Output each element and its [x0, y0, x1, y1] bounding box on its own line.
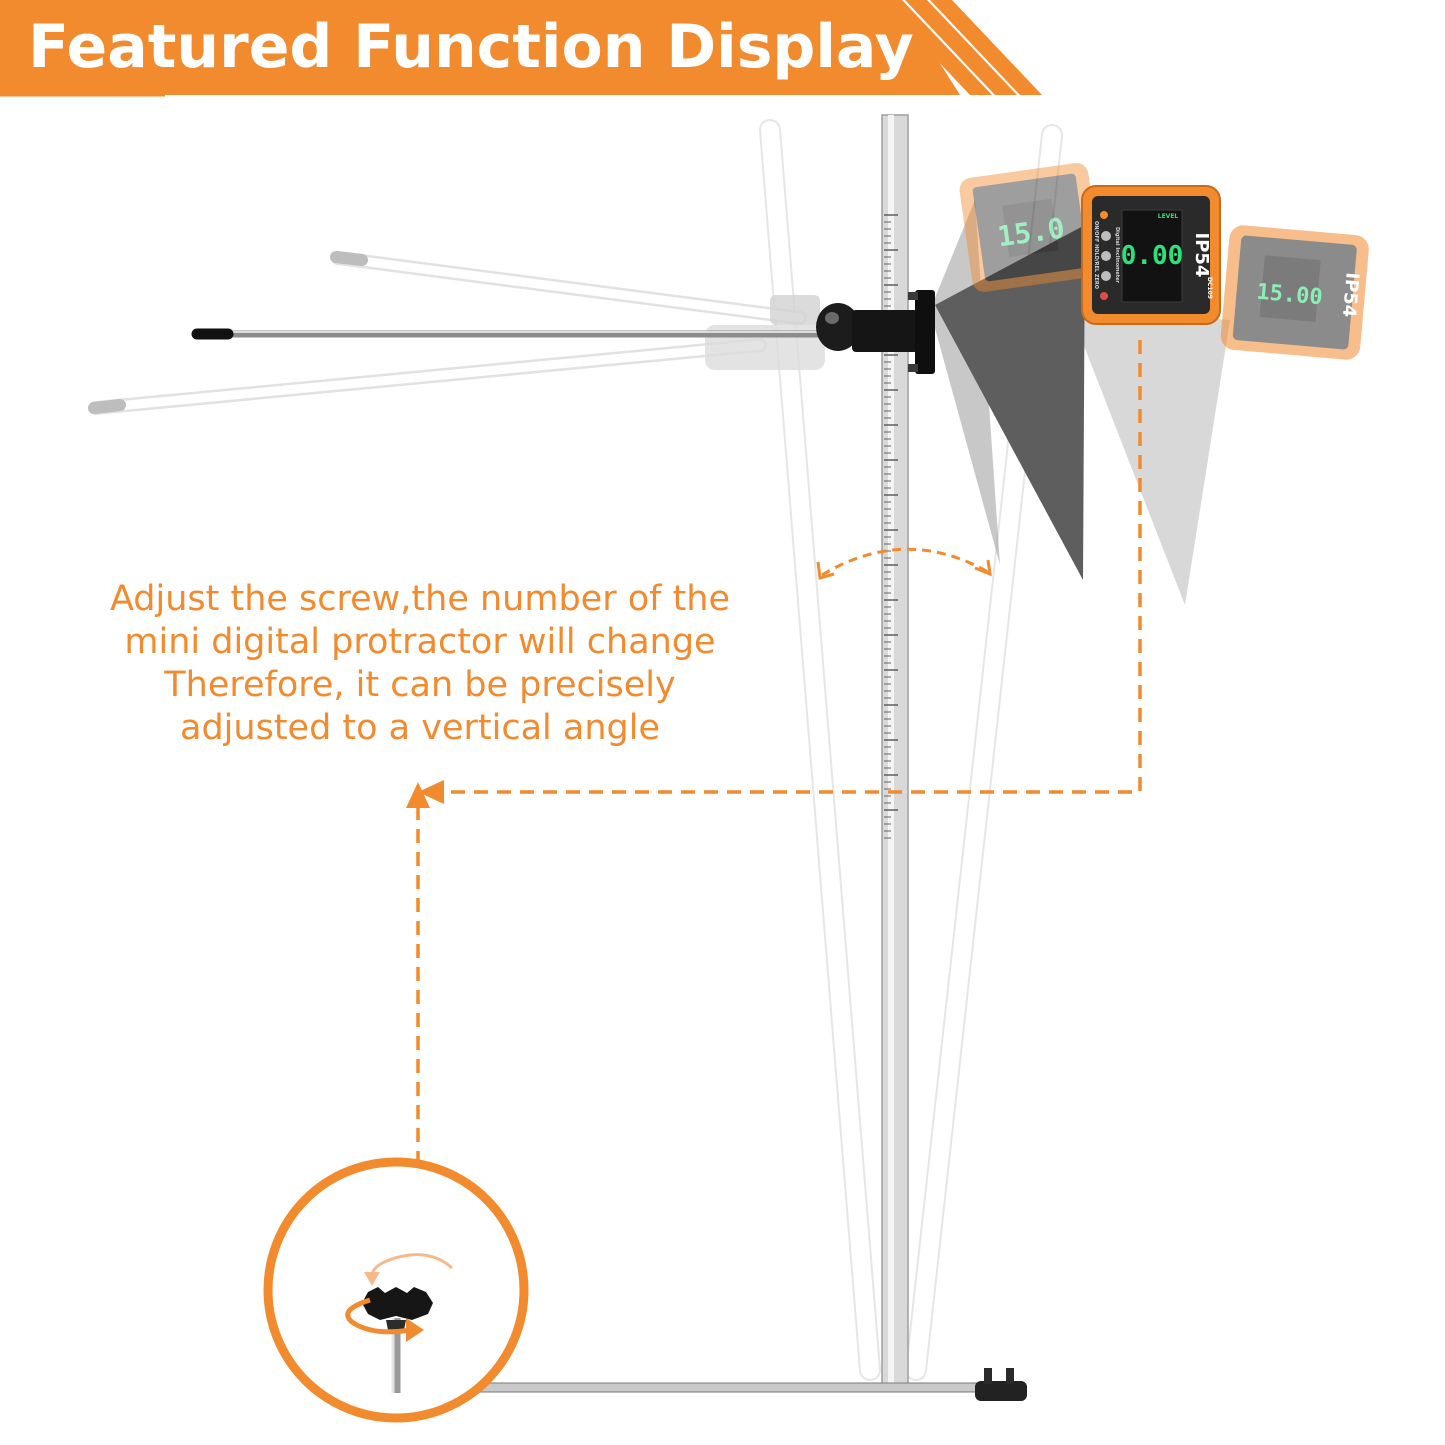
shadow-cone-right: [1070, 310, 1230, 605]
main-pole: [881, 114, 909, 1386]
guide-line-upper: [430, 340, 1142, 794]
hold-button[interactable]: [1101, 251, 1111, 261]
base-bolt: [984, 1368, 992, 1384]
banner: [0, 0, 1042, 97]
guide-arrowhead-left: [418, 780, 444, 804]
model-label: DC109: [1206, 277, 1213, 299]
swing-arrowhead-right: [974, 559, 992, 577]
base-foot: [975, 1381, 1027, 1401]
clamp-block: [852, 310, 918, 352]
caption-line: adjusted to a vertical angle: [180, 708, 660, 748]
screw-callout: [263, 1157, 529, 1423]
swing-arrowhead-left: [816, 561, 835, 580]
ghost-lcd-value: 15.00: [1255, 280, 1323, 311]
shadow-cone-center: [935, 225, 1085, 580]
ghost-device-body: [959, 163, 1102, 292]
clamp-screw: [908, 364, 918, 372]
clamp-plate: [915, 290, 935, 374]
shadow-cone-left: [930, 200, 1000, 565]
onoff-button[interactable]: [1101, 231, 1111, 241]
banner-stripe: [930, 0, 1042, 95]
ghost-device-lcd: [1002, 198, 1059, 258]
ghost-rating-label: IP54: [1338, 272, 1363, 319]
double-headed-curved-arrow-icon: [816, 547, 992, 580]
instruction-caption: Adjust the screw,the number of the mini …: [40, 578, 800, 750]
clamp-mount: [816, 290, 935, 374]
protractor-ghost-left: 15.0: [959, 163, 1102, 292]
guide-path: [406, 340, 1142, 1165]
banner-stripe: [880, 0, 992, 95]
lcd-value: 0.00: [1121, 241, 1184, 271]
ghost-arm-tip: [330, 251, 368, 266]
guide-arrowhead-up: [406, 782, 430, 808]
rotate-arrow-bottom: [345, 1297, 411, 1335]
device-lcd: [1121, 209, 1183, 303]
main-arm: [191, 328, 834, 340]
banner-background: [0, 0, 960, 95]
ghost-arm-upper-fill: [333, 253, 805, 323]
ghost-device-lcd: [1259, 255, 1321, 322]
shadow-cones: [930, 200, 1230, 605]
banner-title: Featured Function Display: [28, 12, 914, 82]
rotate-arrow-icon: [345, 1253, 454, 1342]
caption-line: Adjust the screw,the number of the: [109, 579, 731, 619]
clamp-screw: [908, 292, 918, 300]
pole-highlight: [888, 115, 894, 1385]
magnet-icon: [1100, 292, 1108, 300]
buttons-label: ON/OFF HOLD/REL ZERO: [1093, 221, 1099, 289]
ruler-ticks: [884, 214, 898, 839]
swing-arc: [821, 547, 989, 577]
digital-protractor: 0.00 LEVEL ON/OFF HOLD/REL ZERO Digital …: [1081, 185, 1221, 325]
rating-label: IP54: [1191, 233, 1212, 278]
rotate-arrow-top: [370, 1253, 454, 1277]
device-name-label: Digital Inclinometer: [1114, 227, 1120, 284]
base-bolt: [1006, 1368, 1014, 1384]
ghost-arm-tip: [88, 399, 126, 414]
level-label: LEVEL: [1158, 213, 1179, 220]
banner-stripe: [905, 0, 1017, 95]
screw-collar: [386, 1320, 406, 1330]
screw-knob[interactable]: [362, 1287, 433, 1320]
pole-body: [881, 114, 909, 1386]
rotate-arrowhead-top: [364, 1272, 380, 1286]
ghost-clamp: [770, 295, 820, 325]
protractor-ghost-right: 15.00 IP54: [1220, 225, 1369, 360]
caption-line: mini digital protractor will change: [124, 622, 716, 662]
ghost-arm-lower-fill: [91, 340, 765, 413]
clamp-ball-shine: [825, 312, 839, 324]
caption-line: Therefore, it can be precisely: [164, 665, 676, 705]
rotate-arrowhead-bottom: [406, 1318, 424, 1342]
zero-button[interactable]: [1101, 271, 1111, 281]
ghost-device-face: [972, 173, 1088, 282]
power-indicator-icon: [1100, 211, 1108, 219]
